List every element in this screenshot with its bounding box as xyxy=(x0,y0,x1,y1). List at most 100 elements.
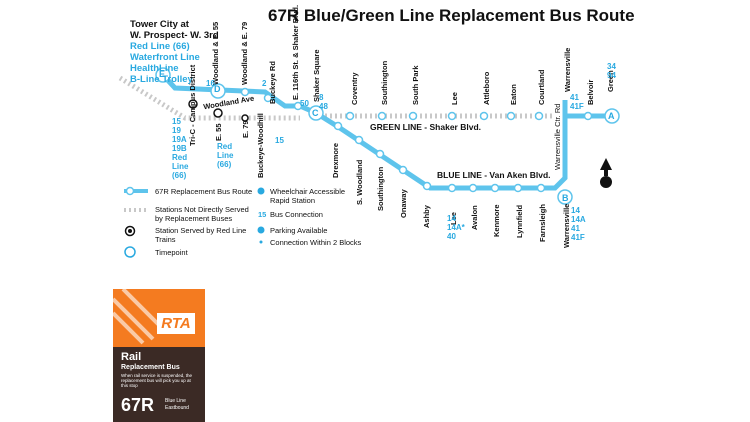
stop-lee xyxy=(447,111,457,121)
north-arrow-icon xyxy=(600,158,612,170)
page-title: 67R Blue/Green Line Replacement Bus Rout… xyxy=(268,6,635,25)
conn-2: 2 xyxy=(262,79,267,88)
stop-e xyxy=(155,67,171,83)
station-buckeye-woodhill: Buckeye-Woodhill xyxy=(256,113,265,178)
sign-line: Blue Line xyxy=(165,398,186,404)
green-line-label: GREEN LINE - Shaker Blvd. xyxy=(370,122,481,132)
station-warrensville-blue: Warrensville xyxy=(562,203,571,248)
stop-attleboro xyxy=(479,111,489,121)
stop-d xyxy=(210,83,226,99)
stop-swoodland xyxy=(354,135,364,145)
timepoint-e: E xyxy=(159,69,166,79)
station-ashby: Ashby xyxy=(422,205,431,228)
rta-logo: RTA xyxy=(157,313,195,334)
conn-e55: Red Line (66) xyxy=(217,142,234,169)
stop-southington xyxy=(377,111,387,121)
road-warrensville: Warrensville Ctr. Rd xyxy=(553,103,562,170)
station-lee-upper: Lee xyxy=(450,92,459,105)
legend-wheelchair: Wheelchair Accessible Rapid Station xyxy=(270,187,346,205)
sign-heading: Rail xyxy=(121,351,142,363)
stops-layer xyxy=(155,67,620,205)
stop-c xyxy=(308,105,324,121)
stop-e79-red xyxy=(241,114,249,122)
stop-tric xyxy=(188,99,198,109)
stop-lee-b xyxy=(447,183,457,193)
station-southington-blue: Southington xyxy=(376,166,385,211)
station-courtland: Courtland xyxy=(537,69,546,105)
station-onaway: Onaway xyxy=(399,189,408,218)
stop-a xyxy=(604,108,620,124)
sign-note: When rail service is suspended, the repl… xyxy=(121,373,193,388)
stop-courtland xyxy=(534,111,544,121)
station-e116: E. 116th St. & Shaker Blvd. xyxy=(291,4,300,100)
station-south-park: South Park xyxy=(411,65,420,105)
conn-tri-c: 15 19 19A 19B Red Line (66) xyxy=(172,117,189,180)
sign-bottom: Rail Replacement Bus When rail service i… xyxy=(113,347,205,422)
station-woodland-e55: Woodland & E. 55 xyxy=(211,21,220,85)
station-warrensville-upper: Warrensville xyxy=(563,47,572,92)
not-served-segment-woodland xyxy=(118,75,300,121)
stop-buckeye xyxy=(263,93,273,103)
stop-ashby xyxy=(422,181,432,191)
stop-belvoir xyxy=(583,111,593,121)
station-lynnfield: Lynnfield xyxy=(515,204,524,238)
timepoint-b: B xyxy=(562,193,569,203)
sign-route: 67R xyxy=(121,395,155,415)
stop-avalon xyxy=(468,183,478,193)
conn-lee: 14 14A* 40 xyxy=(447,214,465,241)
stop-e116 xyxy=(293,101,303,111)
legend-not-served: Stations Not Directly Served by Replacem… xyxy=(155,205,249,223)
legend-within-blocks: Connection Within 2 Blocks xyxy=(270,238,362,247)
stop-onaway xyxy=(398,165,408,175)
stop-lynnfield xyxy=(513,183,523,193)
terminal-title: Tower City at W. Prospect- W. 3rd Red Li… xyxy=(130,19,219,85)
sign-sub: Replacement Bus xyxy=(121,364,180,371)
legend-within-icon xyxy=(259,240,263,244)
legend-red-line: Station Served by Red Line Trains xyxy=(155,226,247,244)
timepoint-c: C xyxy=(312,108,319,118)
conn-34-94: 34 94 xyxy=(607,62,616,80)
stop-southington-b xyxy=(375,149,385,159)
stop-e79 xyxy=(240,87,250,97)
station-woodland-e79: Woodland & E. 79 xyxy=(240,21,249,85)
conn-41-41f: 41 41F xyxy=(570,93,584,111)
station-belvoir: Belvoir xyxy=(586,79,595,105)
stop-coventry xyxy=(345,111,355,121)
stop-e55-red xyxy=(213,108,223,118)
station-buckeye-rd: Buckeye Rd xyxy=(268,61,277,104)
conn-15: 15 xyxy=(275,136,284,145)
station-avalon: Avalon xyxy=(470,205,479,230)
blue-line-label: BLUE LINE - Van Aken Blvd. xyxy=(437,170,551,180)
stop-drexmore xyxy=(333,121,343,131)
station-coventry: Coventry xyxy=(350,72,359,105)
station-kenmore: Kenmore xyxy=(492,204,501,237)
stop-b xyxy=(557,189,573,205)
legend-route-stop xyxy=(125,186,135,196)
replacement-bus-route xyxy=(161,73,612,191)
legend-parking-icon xyxy=(257,226,265,234)
station-eaton: Eaton xyxy=(509,84,518,105)
legend-route: 67R Replacement Bus Route xyxy=(155,187,253,196)
legend-bus-connection: Bus Connection xyxy=(270,210,323,219)
legend-timepoint: Timepoint xyxy=(155,248,188,257)
legend-parking: Parking Available xyxy=(270,226,328,235)
stop-kenmore xyxy=(490,183,500,193)
conn-16: 16 xyxy=(206,79,215,88)
station-e55: E. 55 xyxy=(214,123,223,141)
station-e79: E. 79 xyxy=(241,120,250,138)
station-tri-c: Tri-C - Campus District xyxy=(188,64,197,146)
station-southington-upper: Southington xyxy=(380,60,389,105)
sign-direction: Eastbound xyxy=(165,405,189,411)
stop-farnsleigh xyxy=(536,183,546,193)
station-attleboro: Attleboro xyxy=(482,71,491,105)
legend-bus-num: 15 xyxy=(258,210,267,219)
station-drexmore: Drexmore xyxy=(331,142,340,178)
conn-warrensville: 14 14A 41 41F xyxy=(571,206,586,242)
station-farnsleigh: Farnsleigh xyxy=(538,204,547,242)
legend-timepoint-icon xyxy=(124,246,136,258)
legend-wheelchair-icon xyxy=(257,187,265,195)
stop-eaton xyxy=(506,111,516,121)
timepoint-a: A xyxy=(608,111,615,121)
timepoint-d: D xyxy=(214,84,221,94)
